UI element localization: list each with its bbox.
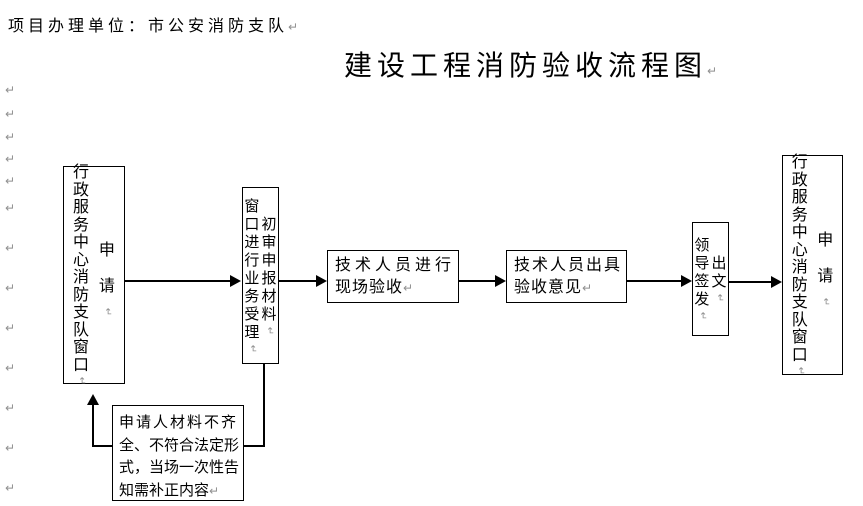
paragraph-mark: ↵ [5, 174, 16, 188]
paragraph-mark: ↵ [288, 20, 299, 34]
start-action-text: 申请 [98, 242, 115, 295]
flow-box-acceptance: 窗口进行业务受理 ↵ 初审申报材料 ↵ [242, 187, 279, 364]
acceptance-right-text: 初审申报材料 [261, 216, 277, 323]
paragraph-mark: ↵ [5, 130, 16, 144]
paragraph-mark: ↵ [5, 321, 16, 335]
paragraph-mark: ↵ [5, 83, 16, 97]
sign-left-column: 领导签发 ↵ [694, 237, 711, 321]
flow-box-issue-opinion: 技术人员出具 验收意见↵ [506, 250, 627, 303]
arrowhead-to-acceptance [230, 275, 241, 287]
paragraph-mark: ↵ [5, 401, 16, 415]
paragraph-mark: ↵ [696, 311, 708, 321]
paragraph-mark: ↵ [820, 297, 832, 307]
site-inspection-line2-row: 现场验收↵ [335, 277, 458, 299]
paragraph-mark: ↵ [5, 481, 16, 495]
paragraph-mark: ↵ [76, 376, 88, 386]
paragraph-mark: ↵ [246, 344, 258, 353]
connector-notice-to-start-horizontal [92, 445, 112, 447]
connector-site-to-opinion [459, 280, 495, 282]
sign-left-text: 领导签发 [694, 238, 710, 308]
flow-box-site-inspection: 技术人员进行 现场验收↵ [327, 250, 459, 303]
issue-opinion-line2-row: 验收意见↵ [514, 277, 626, 299]
paragraph-mark: ↵ [101, 307, 113, 317]
connector-acceptance-to-notice-vertical [263, 364, 265, 447]
arrowhead-to-sign [681, 275, 692, 287]
issue-opinion-line1: 技术人员出具 [514, 257, 623, 274]
page-title-text: 建设工程消防验收流程图 [344, 51, 708, 82]
page-title: 建设工程消防验收流程图↵ [344, 44, 717, 84]
site-inspection-line1: 技术人员进行 [335, 257, 456, 274]
sign-right-text: 出文 [711, 256, 727, 290]
notice-line: 申请人材料不齐 [119, 415, 239, 431]
paragraph-mark: ↵ [714, 293, 726, 303]
connector-acceptance-to-site [279, 280, 316, 282]
end-action-text: 申请 [817, 232, 834, 285]
paragraph-mark: ↵ [5, 361, 16, 375]
connector-acceptance-to-notice-horizontal [244, 445, 265, 447]
unit-label-text: 项目办理单位：市公安消防支队 [8, 18, 289, 35]
paragraph-mark: ↵ [209, 483, 220, 498]
paragraph-mark: ↵ [5, 241, 16, 255]
arrowhead-to-site [316, 275, 327, 287]
end-action-column: 申请 ↵ [816, 223, 834, 307]
paragraph-mark: ↵ [403, 281, 414, 295]
acceptance-left-text: 窗口进行业务受理 [244, 198, 260, 341]
connector-notice-to-start-vertical [92, 405, 94, 447]
acceptance-right-column: 初审申报材料 ↵ [261, 216, 278, 336]
end-location-column: 行政服务中心消防支队窗口 ↵ [791, 154, 809, 376]
notice-line: 知需补正内容 [119, 482, 210, 499]
issue-opinion-line2: 验收意见 [514, 279, 583, 296]
paragraph-mark: ↵ [264, 326, 276, 335]
unit-label: 项目办理单位：市公安消防支队↵ [8, 12, 298, 36]
notice-line: 全、不符合法定形 [119, 437, 240, 454]
flow-box-sign-issue: 领导签发 ↵ 出文 ↵ [692, 222, 729, 336]
flow-box-notice: 申请人材料不齐 全、不符合法定形 式，当场一次性告 知需补正内容↵ [112, 405, 244, 501]
start-location-text: 行政服务中心消防支队窗口 [73, 164, 90, 374]
flow-box-end-window: 行政服务中心消防支队窗口 ↵ 申请 ↵ [782, 154, 843, 376]
paragraph-mark: ↵ [5, 441, 16, 455]
arrowhead-to-start [87, 394, 99, 405]
connector-start-to-acceptance [125, 280, 231, 282]
site-inspection-line2: 现场验收 [335, 279, 404, 296]
notice-last-row: 知需补正内容↵ [119, 480, 243, 503]
paragraph-mark: ↵ [794, 366, 806, 376]
paragraph-mark: ↵ [5, 281, 16, 295]
acceptance-left-column: 窗口进行业务受理 ↵ [244, 198, 261, 354]
paragraph-mark: ↵ [5, 107, 16, 121]
paragraph-mark: ↵ [5, 152, 16, 166]
notice-line: 式，当场一次性告 [119, 460, 240, 476]
paragraph-mark: ↵ [582, 281, 593, 295]
paragraph-mark: ↵ [5, 201, 16, 215]
connector-sign-to-end [729, 281, 771, 283]
flow-box-start-window: 行政服务中心消防支队窗口 ↵ 申请 ↵ [63, 164, 125, 386]
start-action-column: 申请 ↵ [98, 233, 116, 317]
start-location-column: 行政服务中心消防支队窗口 ↵ [72, 164, 90, 386]
paragraph-mark: ↵ [707, 64, 718, 78]
arrowhead-to-opinion [495, 275, 506, 287]
arrowhead-to-end [771, 276, 782, 288]
connector-opinion-to-sign [627, 280, 681, 282]
end-location-text: 行政服务中心消防支队窗口 [791, 154, 808, 364]
sign-right-column: 出文 ↵ [711, 255, 728, 303]
